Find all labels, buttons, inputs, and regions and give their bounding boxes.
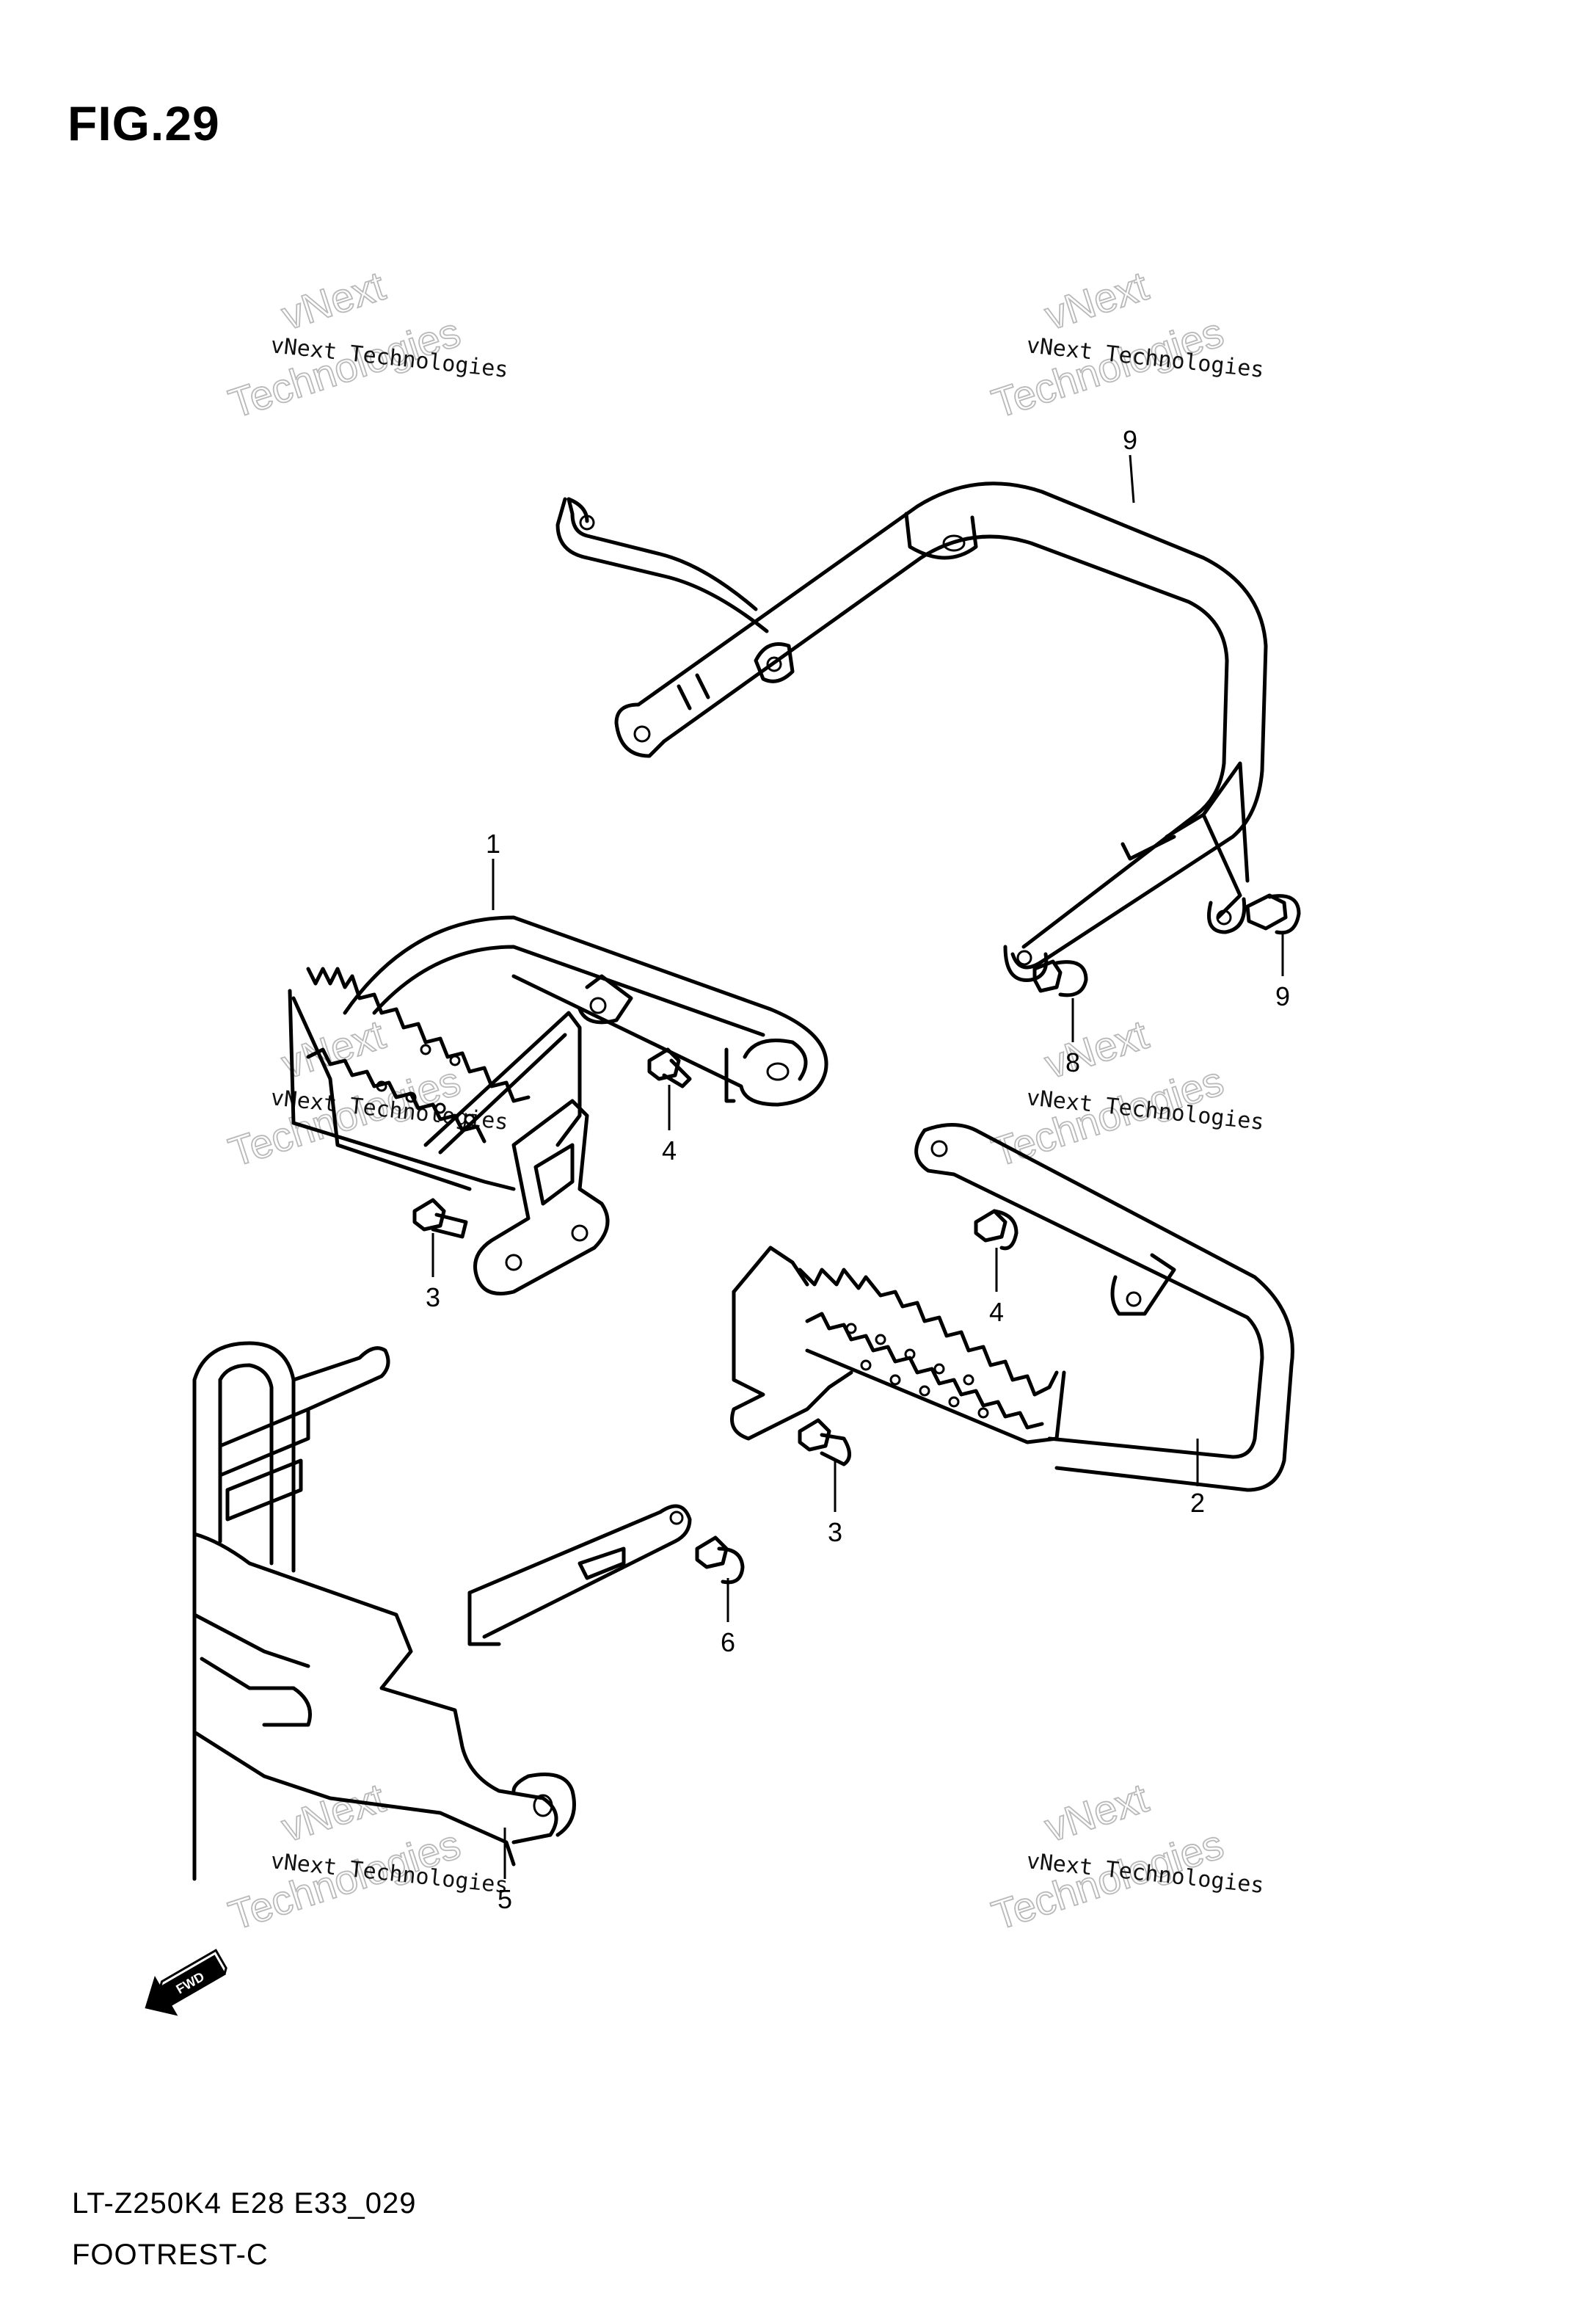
- bolt-8: [1032, 959, 1088, 997]
- bolt-3-left: [412, 1198, 468, 1239]
- svg-text:vNext: vNext: [276, 262, 390, 338]
- watermark-mid-left: vNext Technologies vNext Technologies: [222, 1010, 509, 1176]
- bolt-6: [695, 1535, 745, 1585]
- part-1-left-footrest: [288, 915, 828, 1295]
- figure-title: FIG.29: [68, 96, 220, 150]
- part-5-front-guard: [192, 1341, 692, 1881]
- part-2-right-footrest: [730, 1123, 1294, 1492]
- bolt-4-right: [974, 1209, 1019, 1251]
- callout-7: 9: [1123, 425, 1137, 455]
- bolt-3-right: [798, 1418, 851, 1466]
- svg-text:vNext: vNext: [1039, 262, 1154, 338]
- watermark-top-right: vNext Technologies vNext Technologies: [985, 261, 1265, 427]
- watermark-bottom-right: vNext Technologies vNext Technologies: [985, 1773, 1265, 1939]
- watermark-top-left: vNext Technologies vNext Technologies: [222, 261, 509, 427]
- callout-9-label: 9: [1275, 981, 1290, 1011]
- bolt-4-left: [647, 1047, 692, 1088]
- callout-6: 6: [721, 1627, 735, 1657]
- callout-8: 8: [1065, 1047, 1080, 1077]
- section-name: FOOTREST-C: [72, 2239, 269, 2271]
- callout-4-left: 4: [662, 1135, 677, 1166]
- watermark-mid-right: vNext Technologies vNext Technologies: [985, 1010, 1265, 1176]
- callout-3-right: 3: [828, 1517, 842, 1547]
- callout-2: 2: [1190, 1488, 1205, 1518]
- callout-4-right: 4: [989, 1297, 1004, 1327]
- callout-3-left: 3: [426, 1282, 440, 1312]
- part-7-rear-frame: [555, 481, 1268, 982]
- svg-text:vNext: vNext: [1039, 1011, 1154, 1087]
- model-code: LT-Z250K4 E28 E33_029: [72, 2187, 417, 2220]
- callout-1: 1: [486, 829, 500, 859]
- leader-lines: [431, 454, 1284, 1879]
- callout-labels: 9 1 9 9 8 4 3 4 2 3 6 5: [426, 425, 1290, 1914]
- svg-text:vNext: vNext: [1039, 1774, 1154, 1850]
- watermark-bottom-left: vNext Technologies vNext Technologies: [222, 1773, 509, 1939]
- callout-5: 5: [498, 1884, 512, 1914]
- fwd-arrow-icon: FWD: [145, 1949, 227, 2016]
- bolt-9: [1245, 893, 1301, 935]
